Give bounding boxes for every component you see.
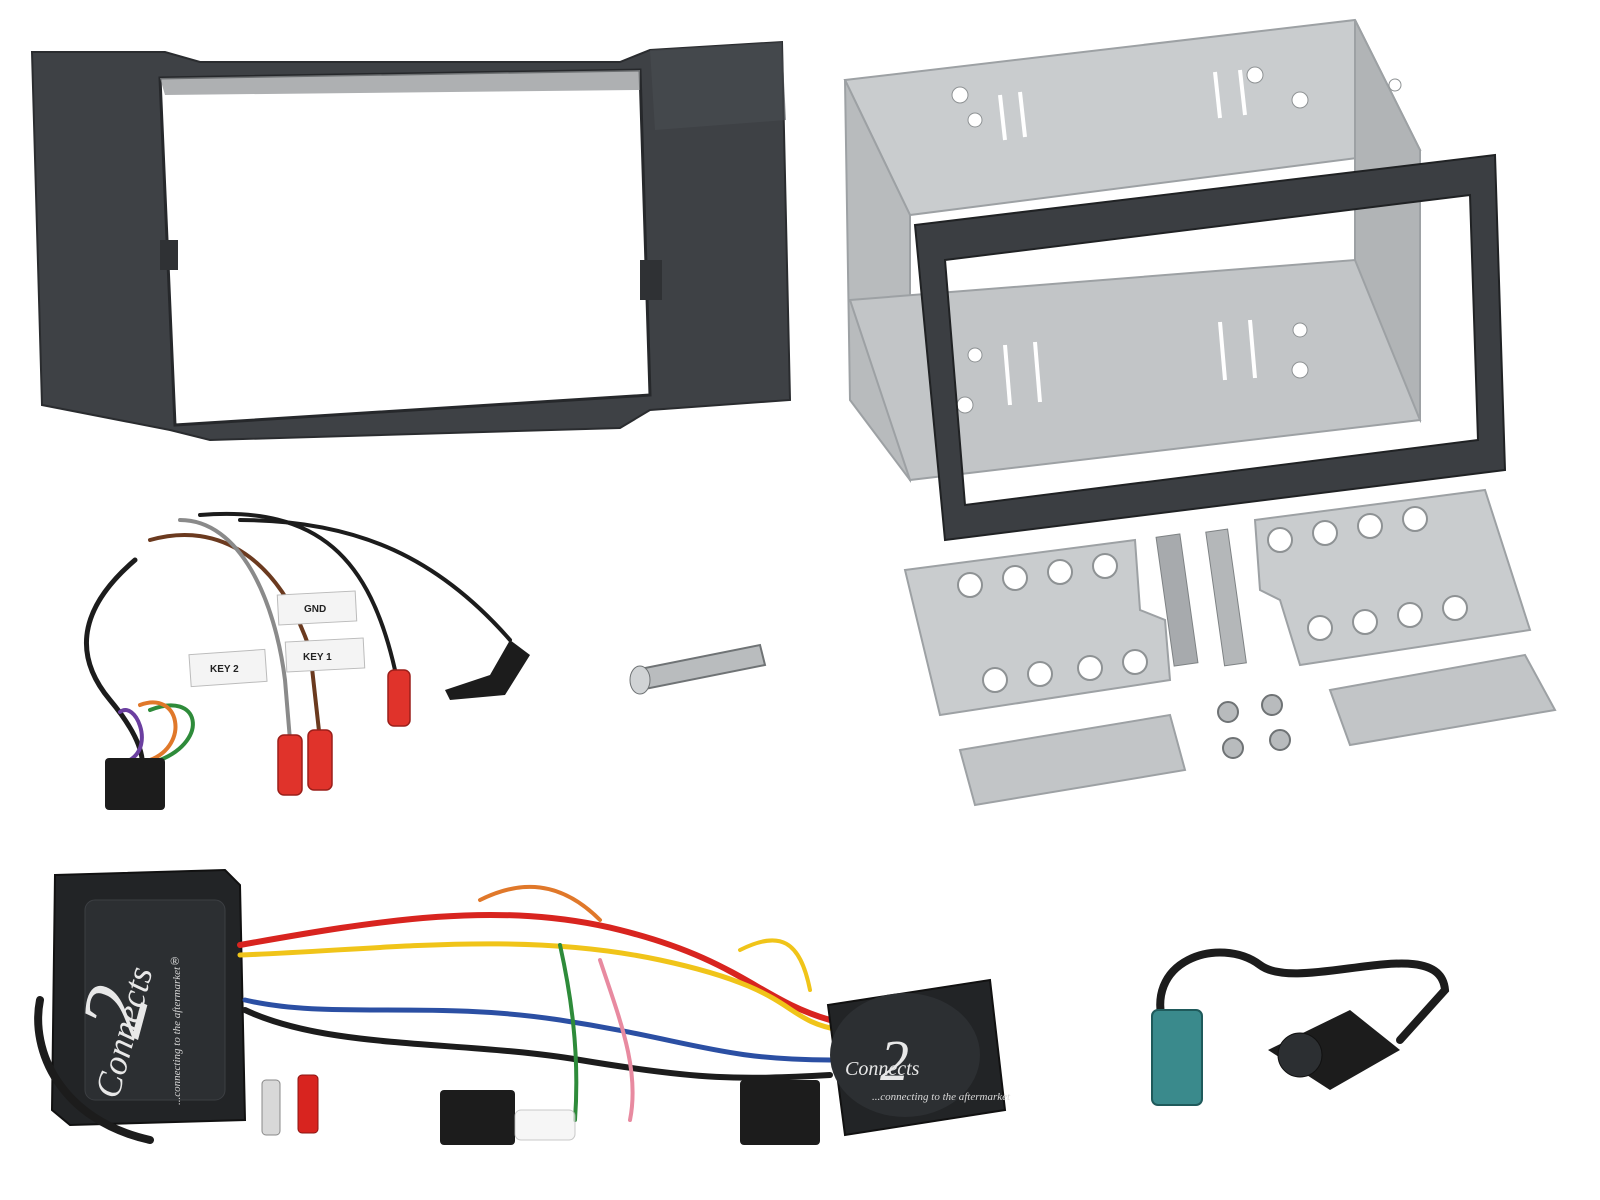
- tag-key1-text: KEY 1: [303, 652, 332, 663]
- bracket-strip-lower-left: [958, 713, 1187, 807]
- cage-holes: [951, 66, 1402, 414]
- rca-plugs: [261, 1074, 319, 1136]
- bracket-right-holes: [1267, 506, 1468, 641]
- box-registered-mark: ®: [170, 954, 179, 968]
- pod-logo-text: Connects: [845, 1058, 920, 1080]
- fascia-clip-right: [640, 260, 662, 300]
- harness-plug-black: [105, 758, 165, 810]
- interface-wiring-loom: [34, 884, 843, 1144]
- fascia-inner-rim: [160, 70, 640, 95]
- bracket-left-holes: [957, 553, 1148, 693]
- harness-tag-key1: KEY 1: [284, 637, 366, 673]
- bracket-strip-lower-right: [1328, 653, 1557, 747]
- fakra-antenna-adapter: [1151, 948, 1450, 1106]
- fascia-right-wing-highlight: [650, 42, 786, 130]
- fascia-opening: [158, 68, 652, 427]
- tag-key2-text: KEY 2: [210, 664, 239, 675]
- wire-grey: [178, 518, 292, 742]
- harness-tag-key2: KEY 2: [188, 648, 268, 688]
- double-din-fascia-panel: [30, 40, 792, 442]
- mounting-brackets: [903, 488, 1557, 807]
- cage-bottom: [848, 258, 1422, 482]
- release-key-left: [1155, 533, 1199, 667]
- bracket-plate-left: [903, 538, 1172, 717]
- pod-slogan-text: ...connecting to the aftermarket: [872, 1091, 1011, 1103]
- tag-gnd-text: GND: [304, 604, 326, 615]
- cage-slots: [998, 69, 1257, 406]
- box-slogan-text: ...connecting to the aftermarket: [171, 966, 183, 1105]
- wire-black-aux: [238, 518, 512, 642]
- release-key-right: [1205, 528, 1247, 667]
- bracket-plate-right: [1253, 488, 1532, 667]
- pod-logo-numeral: 2: [880, 1028, 909, 1093]
- cage-front-trim-frame: [913, 153, 1507, 542]
- fakra-connector: [1151, 1009, 1203, 1106]
- din-antenna-adapter: [629, 643, 767, 695]
- wire-orange: [138, 700, 178, 762]
- mounting-screws: [1217, 694, 1291, 759]
- wire-purple: [118, 708, 144, 762]
- wire-brown: [148, 533, 322, 742]
- iso-connectors: [440, 1080, 820, 1145]
- wire-black-2: [198, 511, 402, 702]
- steering-interface-box: Connects 2 ® ...connecting to the afterm…: [50, 868, 247, 1127]
- harness-tag-gnd: GND: [276, 590, 358, 626]
- aux-jack-plug: [445, 640, 530, 700]
- fascia-clip-left: [160, 240, 178, 270]
- iso-mounting-cage: [843, 18, 1507, 542]
- spade-connectors: [277, 669, 411, 796]
- steering-interface-pod: 2 Connects ...connecting to the aftermar…: [826, 978, 1011, 1137]
